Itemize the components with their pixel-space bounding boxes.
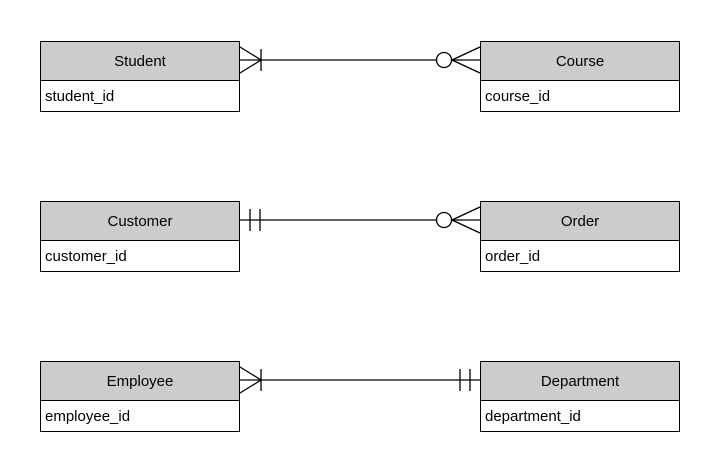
entity-course[interactable]: Course course_id xyxy=(480,41,680,112)
entity-attribute[interactable]: course_id xyxy=(481,81,679,111)
entity-title[interactable]: Employee xyxy=(41,362,239,401)
cardinality-zero-or-many-icon xyxy=(435,206,481,234)
entity-attribute[interactable]: department_id xyxy=(481,401,679,431)
entity-title[interactable]: Order xyxy=(481,202,679,241)
entity-order[interactable]: Order order_id xyxy=(480,201,680,272)
entity-attribute[interactable]: employee_id xyxy=(41,401,239,431)
entity-title[interactable]: Student xyxy=(41,42,239,81)
entity-student[interactable]: Student student_id xyxy=(40,41,240,112)
relationship-student-course[interactable] xyxy=(239,46,481,74)
entity-title[interactable]: Customer xyxy=(41,202,239,241)
relationship-customer-order[interactable] xyxy=(240,206,481,234)
entity-title[interactable]: Department xyxy=(481,362,679,401)
cardinality-exactly-one-icon xyxy=(459,369,471,391)
entity-customer[interactable]: Customer customer_id xyxy=(40,201,240,272)
entity-title[interactable]: Course xyxy=(481,42,679,81)
cardinality-one-or-many-icon xyxy=(239,46,262,74)
entity-attribute[interactable]: customer_id xyxy=(41,241,239,271)
cardinality-one-or-many-icon xyxy=(239,366,262,394)
entity-attribute[interactable]: student_id xyxy=(41,81,239,111)
cardinality-exactly-one-icon xyxy=(249,209,261,231)
entity-department[interactable]: Department department_id xyxy=(480,361,680,432)
entity-employee[interactable]: Employee employee_id xyxy=(40,361,240,432)
cardinality-zero-or-many-icon xyxy=(435,46,481,74)
relationship-employee-department[interactable] xyxy=(239,366,480,394)
entity-attribute[interactable]: order_id xyxy=(481,241,679,271)
